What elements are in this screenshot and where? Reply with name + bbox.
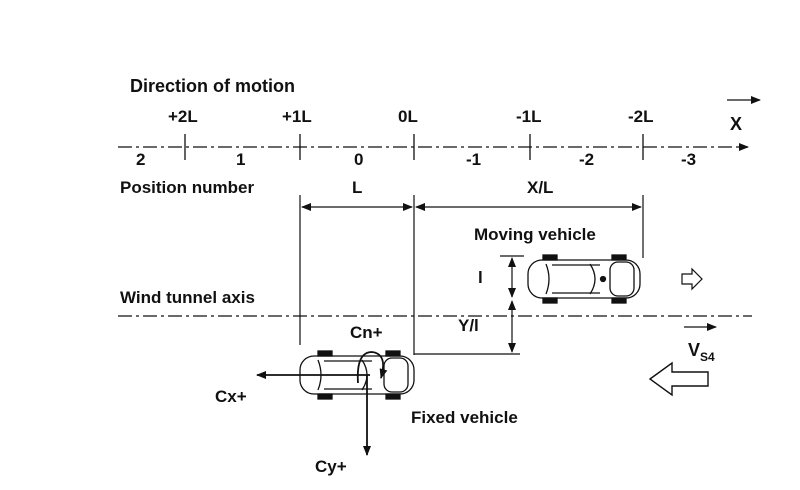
y-over-l-label: Y/l bbox=[458, 316, 479, 335]
scale-label-minus2L: -2L bbox=[628, 107, 654, 126]
v-label: V bbox=[688, 340, 700, 360]
L-label: L bbox=[352, 178, 362, 197]
l-label: l bbox=[478, 268, 483, 287]
scale-label-minus1L: -1L bbox=[516, 107, 542, 126]
scale-label-plus1L: +1L bbox=[282, 107, 312, 126]
moving-vehicle-label: Moving vehicle bbox=[474, 225, 596, 244]
cn-label: Cn+ bbox=[350, 323, 383, 342]
scale-label-plus2L: +2L bbox=[168, 107, 198, 126]
wind-tunnel-axis-label: Wind tunnel axis bbox=[120, 288, 255, 307]
position-number-minus2: -2 bbox=[579, 150, 594, 169]
wind-flow-arrow-icon bbox=[648, 361, 709, 397]
position-number-minus1: -1 bbox=[466, 150, 481, 169]
axis-ticks bbox=[184, 134, 644, 160]
reference-lines bbox=[299, 195, 644, 355]
moving-vehicle-car bbox=[527, 254, 641, 304]
direction-of-motion-label: Direction of motion bbox=[130, 76, 295, 96]
position-number-label: Position number bbox=[120, 178, 255, 197]
cx-label: Cx+ bbox=[215, 387, 247, 406]
x-axis-label: X bbox=[730, 114, 742, 134]
cn-rotation-arrow bbox=[356, 351, 388, 384]
v-subscript: S4 bbox=[700, 350, 715, 364]
position-number-1: 1 bbox=[236, 150, 245, 169]
moving-direction-arrow-icon bbox=[681, 267, 703, 291]
position-number-2: 2 bbox=[136, 150, 145, 169]
x-over-L-label: X/L bbox=[527, 178, 553, 197]
position-number-minus3: -3 bbox=[681, 150, 696, 169]
scale-label-0L: 0L bbox=[398, 107, 418, 126]
cy-label: Cy+ bbox=[315, 457, 347, 476]
fixed-vehicle-label: Fixed vehicle bbox=[411, 408, 518, 427]
position-number-0: 0 bbox=[354, 150, 363, 169]
